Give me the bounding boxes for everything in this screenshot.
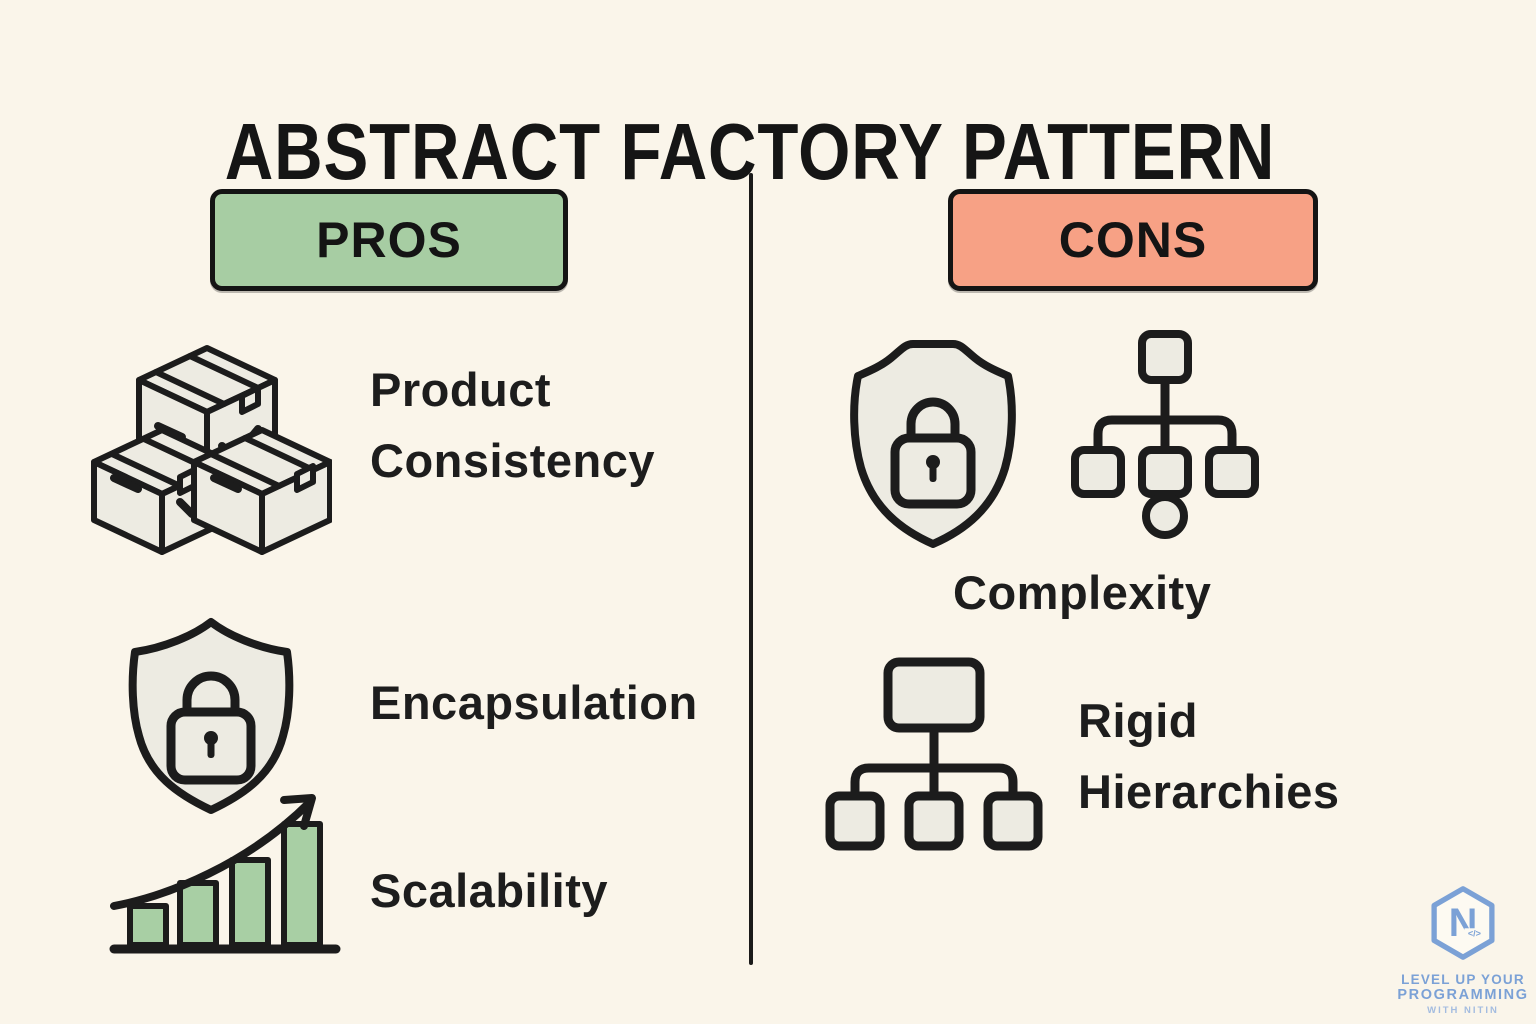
pros-item-label-scalability: Scalability: [370, 864, 608, 917]
stacked-boxes-checkmarks-icon: [91, 345, 332, 555]
column-divider: [749, 173, 753, 965]
logo-tagline-line2: PROGRAMMING: [1397, 987, 1529, 1003]
cons-item-label-complexity: Complexity: [953, 566, 1212, 619]
shield-lock-icon: [128, 618, 294, 814]
logo-code-glyph: </>: [1468, 929, 1481, 939]
logo-tagline-line1: LEVEL UP YOUR: [1401, 972, 1525, 987]
pros-item-label-encapsulation: Encapsulation: [370, 676, 698, 729]
cons-item-label-rigid-hierarchies: Rigid Hierarchies: [1078, 694, 1340, 818]
pros-badge: PROS: [210, 189, 568, 291]
cons-badge-label: CONS: [1058, 212, 1208, 268]
logo-tagline-line3: WITH NITIN: [1427, 1005, 1499, 1016]
pros-item-label-product-consistency: Product Consistency: [370, 363, 655, 487]
brand-logo: N </> LEVEL UP YOUR PROGRAMMING WITH NIT…: [1388, 884, 1536, 1016]
crest-shield-lock-icon: [850, 340, 1016, 548]
pros-badge-label: PROS: [316, 212, 462, 268]
growth-bar-chart-icon: [109, 794, 341, 954]
hexagon-n-code-icon: N </>: [1431, 886, 1495, 960]
org-chart-tree-icon: [825, 657, 1043, 851]
hierarchy-tree-circle-icon: [1071, 330, 1259, 539]
cons-badge: CONS: [948, 189, 1318, 291]
